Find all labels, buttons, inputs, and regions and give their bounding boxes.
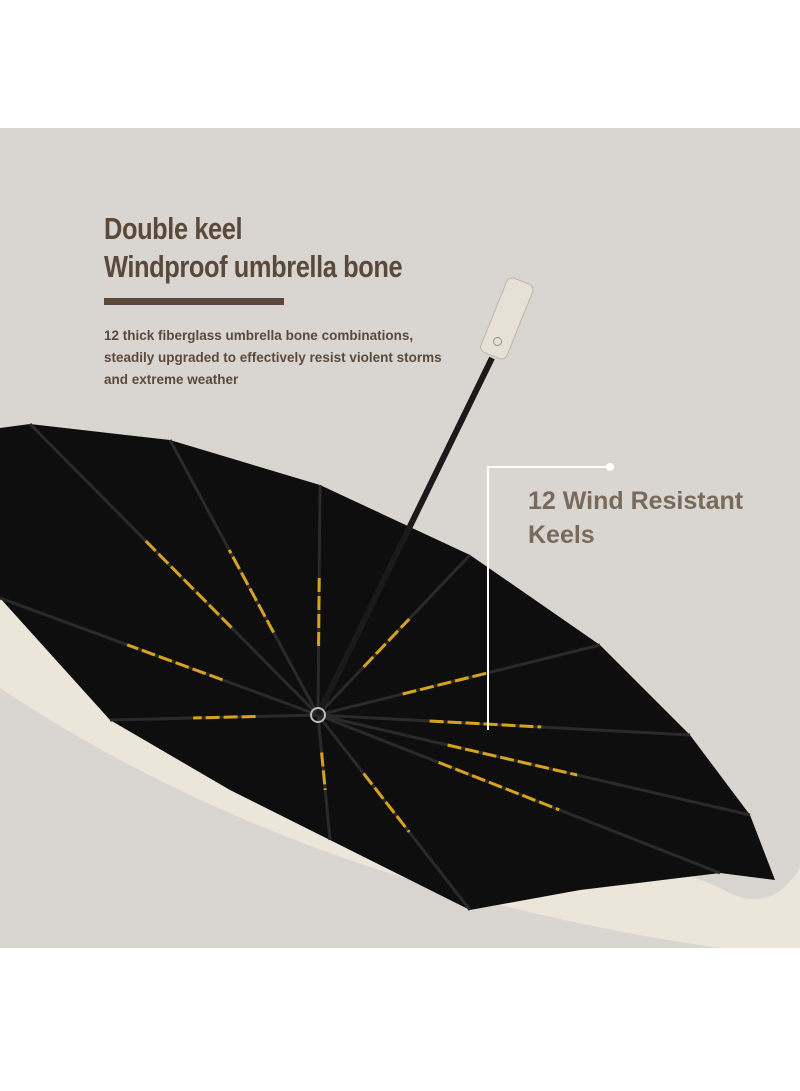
heading-line-1: Double keel [104,211,243,246]
rib-keel [144,539,233,629]
rib-keel [362,772,411,833]
rib-keel [126,643,224,682]
callout-line-2: Keels [528,521,595,549]
rib-keel [193,715,256,720]
description: 12 thick fiberglass umbrella bone combin… [104,328,442,387]
rib-keel [320,752,327,791]
divider [104,298,284,305]
umbrella-handle [480,277,534,360]
umbrella-ribs [0,422,751,911]
rib-keel [227,549,275,634]
rib-keel [438,761,560,812]
rib-keel [362,617,411,669]
umbrella-illustration [0,277,800,948]
rib [317,713,721,875]
umbrella-canopy [0,424,775,910]
heading-line-2: Windproof umbrella bone [104,249,403,284]
umbrella-shaft [315,356,495,717]
rib-keel [447,743,578,777]
rib-keel [402,671,488,696]
callout-line [487,466,610,730]
callout-line-1: 12 Wind Resistant [528,487,744,515]
rib-keel [317,576,321,647]
rib-keel [429,719,542,729]
rib [317,713,751,817]
